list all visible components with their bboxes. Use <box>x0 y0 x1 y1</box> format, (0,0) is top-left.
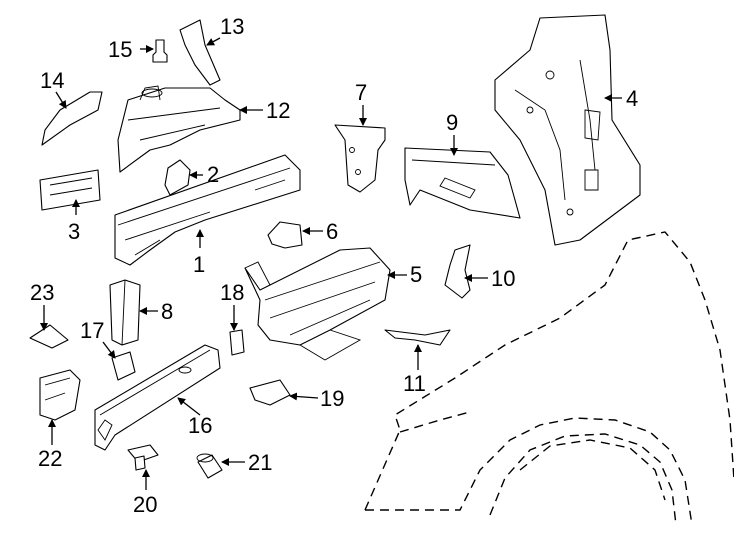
callout-12: 12 <box>266 98 290 123</box>
callout-10: 10 <box>491 266 515 291</box>
part-19-bracket <box>249 379 291 406</box>
callout-labels: 1 2 3 4 5 6 7 8 9 10 11 12 13 14 15 16 1… <box>30 14 638 517</box>
callout-21: 21 <box>248 450 272 475</box>
part-23-bracket <box>29 324 69 349</box>
callout-13: 13 <box>220 14 244 39</box>
callout-2: 2 <box>207 162 219 187</box>
part-11-bracket <box>384 329 451 346</box>
part-15-stud <box>152 39 168 63</box>
leader-lines <box>40 37 622 490</box>
part-21-plug <box>196 453 223 479</box>
part-16-rail <box>94 344 221 451</box>
part-8-post <box>109 279 141 346</box>
part-1-rail <box>114 154 301 266</box>
part-7-bracket <box>334 124 386 193</box>
callout-19: 19 <box>320 386 344 411</box>
callout-5: 5 <box>410 262 422 287</box>
part-6-bracket <box>267 221 303 249</box>
callout-6: 6 <box>326 219 338 244</box>
callout-3: 3 <box>68 219 80 244</box>
part-2-bracket <box>164 159 191 196</box>
part-13-bracket <box>179 19 221 86</box>
callout-22: 22 <box>38 446 62 471</box>
callout-7: 7 <box>355 80 367 105</box>
callout-15: 15 <box>108 37 132 62</box>
part-20-pin <box>127 444 159 471</box>
fender-outline <box>364 231 734 526</box>
part-14-bracket <box>41 91 103 146</box>
part-18-clip <box>229 329 245 356</box>
part-5-frame <box>244 247 391 361</box>
callout-4: 4 <box>626 86 638 111</box>
part-12-strut-tower <box>117 85 241 173</box>
callout-23: 23 <box>30 280 54 305</box>
callout-14: 14 <box>40 68 64 93</box>
callout-20: 20 <box>133 492 157 517</box>
callout-18: 18 <box>220 280 244 305</box>
callout-8: 8 <box>161 299 173 324</box>
part-9-panel <box>404 147 521 219</box>
callout-16: 16 <box>188 413 212 438</box>
part-10-bracket <box>444 244 471 299</box>
callout-11: 11 <box>403 371 426 396</box>
part-22-bracket <box>39 369 81 421</box>
part-4-pillar <box>494 14 641 246</box>
part-3-plate <box>39 169 101 211</box>
callout-17: 17 <box>80 318 104 343</box>
callout-1: 1 <box>193 252 205 277</box>
callout-9: 9 <box>446 110 458 135</box>
part-17-bracket <box>111 351 136 381</box>
